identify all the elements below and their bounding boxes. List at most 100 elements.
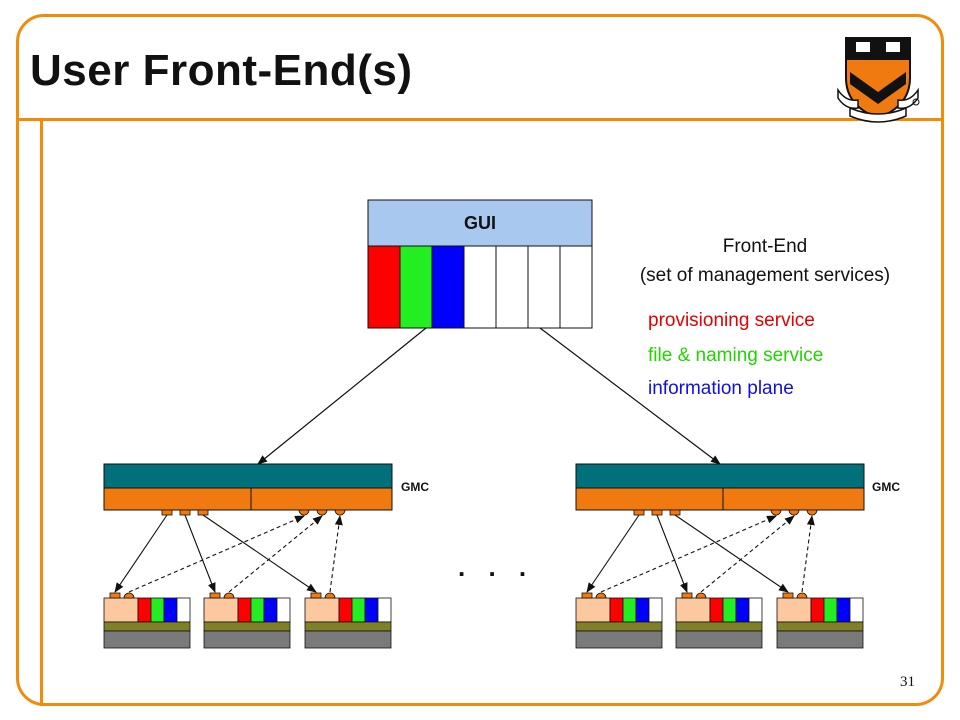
gmc-port-round xyxy=(806,509,818,516)
node-service-cell xyxy=(276,597,291,623)
gui-column xyxy=(399,245,433,329)
gmc-port-square xyxy=(651,509,663,516)
node-grey-base xyxy=(103,630,191,649)
gmc-port-round xyxy=(334,509,346,516)
node-service-cell xyxy=(735,597,750,623)
left-divider xyxy=(40,118,43,706)
arrow-gmc-to-node xyxy=(656,514,688,593)
node-olive-bar xyxy=(103,621,191,632)
node-service-cell xyxy=(849,597,864,623)
node-peach-block xyxy=(776,597,812,623)
gui-column xyxy=(559,245,593,329)
gmc-bar-bottom-left xyxy=(575,487,724,511)
node-port-square xyxy=(581,592,593,599)
node-peach-block xyxy=(103,597,139,623)
gui-column xyxy=(463,245,497,329)
gmc-port-round xyxy=(316,509,328,516)
gui-box: GUI xyxy=(367,199,593,329)
ellipsis: . . . xyxy=(458,552,535,582)
arrow-node-to-gmc xyxy=(700,515,795,593)
node-service-cell xyxy=(635,597,650,623)
node-service-cell xyxy=(163,597,178,623)
node-peach-block xyxy=(304,597,340,623)
node-port-round xyxy=(695,592,707,599)
node-service-cell xyxy=(836,597,851,623)
gui-column xyxy=(495,245,529,329)
gmc-bar-bottom-right xyxy=(250,487,393,511)
node-port-round xyxy=(324,592,336,599)
node-port-square xyxy=(109,592,121,599)
arrow-node-to-gmc xyxy=(228,515,323,593)
node-olive-bar xyxy=(203,621,291,632)
slide-frame xyxy=(16,14,944,706)
node-peach-block xyxy=(575,597,611,623)
arrow-gmc-to-node xyxy=(674,514,789,593)
node-service-cell xyxy=(364,597,379,623)
gmc-port-square xyxy=(669,509,681,516)
node-service-cell xyxy=(810,597,825,623)
gmc-port-square xyxy=(161,509,173,516)
arrow-node-to-gmc xyxy=(600,515,777,593)
service-file-naming: file & naming service xyxy=(648,345,824,366)
node-service-cell xyxy=(338,597,353,623)
node-grey-base xyxy=(776,630,864,649)
node-service-cell xyxy=(722,597,737,623)
gmc-port-square xyxy=(179,509,191,516)
node-service-cell xyxy=(823,597,838,623)
gui-column xyxy=(431,245,465,329)
node-port-square xyxy=(209,592,221,599)
arrow-gmc-to-node xyxy=(114,514,168,593)
node-peach-block xyxy=(203,597,239,623)
gmc-port-square xyxy=(197,509,209,516)
node-service-cell xyxy=(709,597,724,623)
node-port-round xyxy=(595,592,607,599)
gui-column xyxy=(367,245,401,329)
node-service-cell xyxy=(263,597,278,623)
gmc-port-square xyxy=(633,509,645,516)
node-port-square xyxy=(310,592,322,599)
node-olive-bar xyxy=(304,621,392,632)
front-end-title: Front-End xyxy=(722,236,808,257)
service-provisioning: provisioning service xyxy=(648,310,815,331)
node-service-cell xyxy=(176,597,191,623)
node-service-cell xyxy=(150,597,165,623)
node-port-square xyxy=(782,592,794,599)
node-service-cell xyxy=(609,597,624,623)
node-peach-block xyxy=(675,597,711,623)
service-information-plane: information plane xyxy=(648,378,794,399)
gmc-bar-top xyxy=(575,463,865,489)
gmc-port-round xyxy=(770,509,782,516)
gmc-port-round xyxy=(788,509,800,516)
node-service-cell xyxy=(137,597,152,623)
node-port-round xyxy=(123,592,135,599)
arrow-node-to-gmc xyxy=(329,515,343,593)
node-grey-base xyxy=(203,630,291,649)
slide-title: User Front-End(s) xyxy=(30,46,413,95)
node-port-round xyxy=(223,592,235,599)
node-service-cell xyxy=(622,597,637,623)
node-service-cell xyxy=(351,597,366,623)
gmc-cluster-left xyxy=(103,463,393,649)
front-end-caption: Front-End (set of management services) xyxy=(600,232,930,290)
gui-label: GUI xyxy=(464,213,496,233)
gmc-bar-top xyxy=(103,463,393,489)
gmc-label-right: GMC xyxy=(872,480,900,494)
node-grey-base xyxy=(675,630,763,649)
gmc-port-round xyxy=(298,509,310,516)
gmc-bar-bottom-left xyxy=(103,487,252,511)
node-grey-base xyxy=(304,630,392,649)
node-service-cell xyxy=(237,597,252,623)
arrow-gmc-to-node xyxy=(586,514,640,593)
gmc-bar-bottom-right xyxy=(722,487,865,511)
node-olive-bar xyxy=(575,621,663,632)
gui-service-columns xyxy=(367,245,593,329)
node-grey-base xyxy=(575,630,663,649)
arrow-gmc-to-node xyxy=(184,514,216,593)
title-divider xyxy=(16,118,944,121)
node-service-cell xyxy=(377,597,392,623)
gui-column xyxy=(527,245,561,329)
arrow-gmc-to-node xyxy=(202,514,317,593)
gmc-label-left: GMC xyxy=(401,480,429,494)
front-end-subtitle: (set of management services) xyxy=(639,265,891,286)
